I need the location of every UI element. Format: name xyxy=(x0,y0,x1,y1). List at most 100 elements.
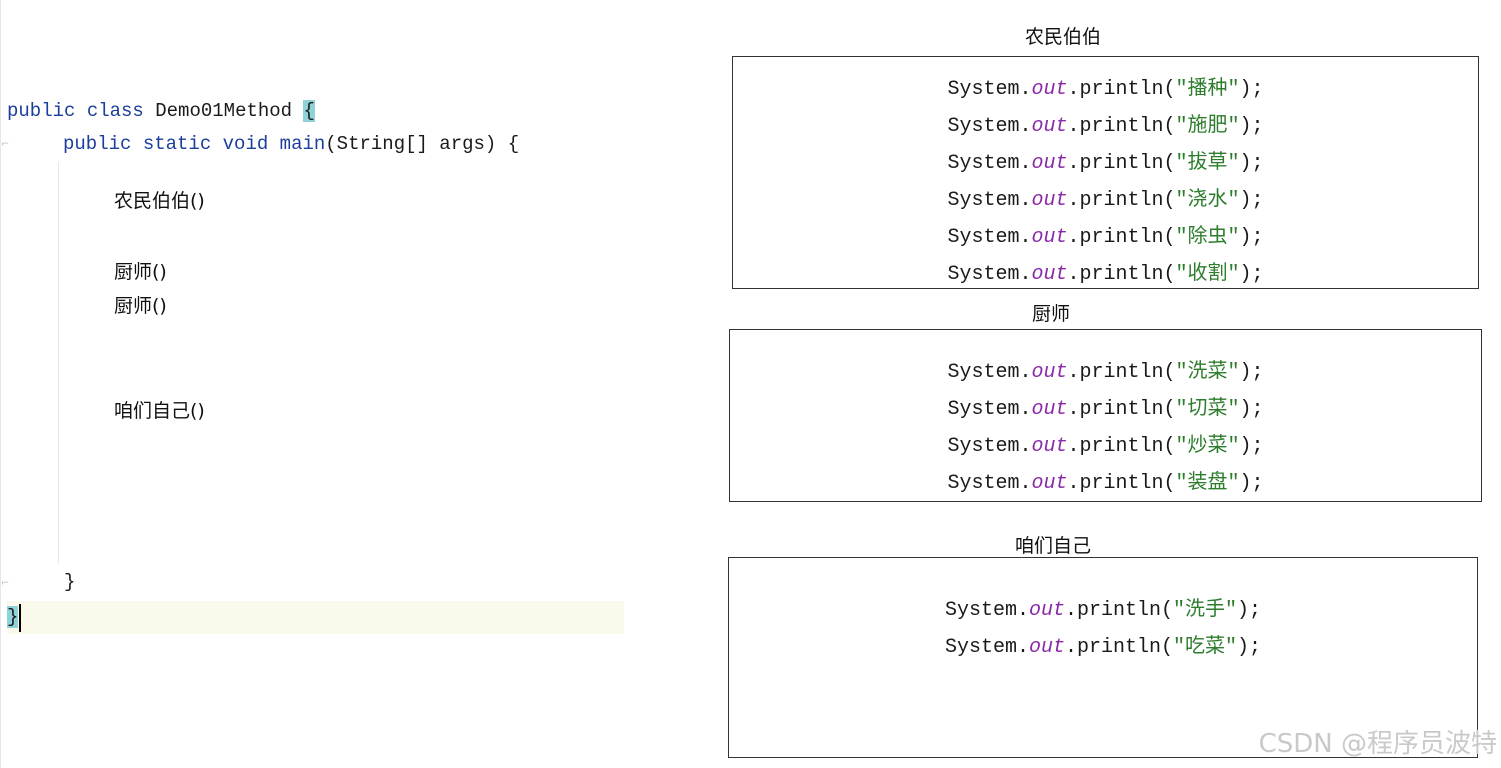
string-text: 浇水 xyxy=(1187,186,1228,210)
println-call: .println( xyxy=(1067,361,1176,384)
string-text: 除虫 xyxy=(1187,223,1228,247)
quote: " xyxy=(1225,636,1238,659)
out-field: out xyxy=(1031,226,1068,249)
println-call: .println( xyxy=(1067,472,1176,495)
class-declaration-line[interactable]: public class Demo01Method { xyxy=(7,97,315,125)
statement-list: System.out.println("洗手");System.out.prin… xyxy=(729,558,1477,665)
keyword-static: static xyxy=(142,133,212,155)
statement-end: ); xyxy=(1239,152,1264,175)
statement-end: ); xyxy=(1239,263,1264,286)
string-literal: "施肥" xyxy=(1175,112,1240,138)
println-statement: System.out.println("装盘"); xyxy=(730,464,1481,501)
quote: " xyxy=(1175,398,1188,421)
out-field: out xyxy=(1031,398,1068,421)
main-close-brace[interactable]: } xyxy=(64,571,76,593)
out-field: out xyxy=(1031,361,1068,384)
quote: " xyxy=(1227,263,1240,286)
string-literal: "收割" xyxy=(1176,260,1240,286)
quote: " xyxy=(1227,361,1240,384)
indent-guide xyxy=(58,162,59,564)
string-text: 吃菜 xyxy=(1185,633,1226,657)
method-name-main: main xyxy=(279,133,326,155)
quote: " xyxy=(1175,361,1188,384)
system-class: System. xyxy=(947,78,1032,101)
quote: " xyxy=(1227,152,1240,175)
box-title-farmer: 农民伯伯 xyxy=(1025,26,1102,48)
string-text: 播种 xyxy=(1187,75,1228,99)
println-statement: System.out.println("收割"); xyxy=(733,255,1478,292)
string-literal: "播种" xyxy=(1175,75,1240,101)
println-call: .println( xyxy=(1067,398,1176,421)
quote: " xyxy=(1175,226,1188,249)
string-literal: "浇水" xyxy=(1175,186,1240,212)
println-statement: System.out.println("播种"); xyxy=(733,70,1478,107)
println-call: .println( xyxy=(1067,435,1176,458)
println-statement: System.out.println("洗手"); xyxy=(729,591,1477,628)
main-declaration-line[interactable]: public static void main(String[] args) { xyxy=(63,130,519,158)
system-class: System. xyxy=(947,226,1032,249)
println-call: .println( xyxy=(1067,78,1176,101)
string-text: 切菜 xyxy=(1187,395,1228,419)
fold-marker-icon[interactable]: ⌐ xyxy=(1,578,10,589)
system-class: System. xyxy=(947,361,1032,384)
system-class: System. xyxy=(947,152,1032,175)
fold-marker-icon[interactable]: ⌐ xyxy=(1,139,10,150)
quote: " xyxy=(1225,599,1238,622)
code-editor[interactable]: public class Demo01Method { ⌐ public sta… xyxy=(0,0,640,768)
println-call: .println( xyxy=(1067,152,1176,175)
keyword-class: class xyxy=(86,100,144,122)
string-text: 装盘 xyxy=(1187,469,1228,493)
call-line-chef-2[interactable]: 厨师() xyxy=(114,295,167,317)
quote: " xyxy=(1175,78,1188,101)
string-text: 施肥 xyxy=(1187,112,1228,136)
println-call: .println( xyxy=(1064,636,1173,659)
quote: " xyxy=(1173,599,1186,622)
box-title-chef: 厨师 xyxy=(1032,303,1071,325)
statement-end: ); xyxy=(1239,115,1264,138)
call-line-chef-1[interactable]: 厨师() xyxy=(114,261,167,283)
string-literal: "切菜" xyxy=(1175,395,1240,421)
editor-gutter xyxy=(0,0,1,768)
system-class: System. xyxy=(947,472,1032,495)
statement-end: ); xyxy=(1239,78,1264,101)
string-literal: "装盘" xyxy=(1175,469,1240,495)
string-literal: "洗菜" xyxy=(1175,358,1240,384)
call-line-ourselves[interactable]: 咱们自己() xyxy=(114,400,205,422)
system-class: System. xyxy=(947,115,1032,138)
method-box-ourselves: System.out.println("洗手");System.out.prin… xyxy=(728,557,1478,758)
class-close-line[interactable]: } xyxy=(7,603,19,631)
statement-end: ); xyxy=(1237,636,1262,659)
println-call: .println( xyxy=(1067,189,1176,212)
box-title-ourselves: 咱们自己 xyxy=(1015,535,1092,557)
keyword-public: public xyxy=(7,100,76,122)
string-text: 洗菜 xyxy=(1187,358,1228,382)
string-literal: "洗手" xyxy=(1173,596,1238,622)
out-field: out xyxy=(1031,435,1068,458)
println-statement: System.out.println("炒菜"); xyxy=(730,427,1481,464)
statement-end: ); xyxy=(1237,599,1262,622)
quote: " xyxy=(1173,636,1186,659)
quote: " xyxy=(1175,472,1188,495)
string-literal: "除虫" xyxy=(1175,223,1240,249)
quote: " xyxy=(1175,189,1188,212)
system-class: System. xyxy=(947,398,1032,421)
out-field: out xyxy=(1031,152,1068,175)
call-line-farmer[interactable]: 农民伯伯() xyxy=(114,190,205,212)
println-statement: System.out.println("吃菜"); xyxy=(729,628,1477,665)
system-class: System. xyxy=(944,599,1029,622)
string-literal: "拔草" xyxy=(1175,149,1240,175)
quote: " xyxy=(1175,115,1188,138)
method-box-chef: System.out.println("洗菜");System.out.prin… xyxy=(729,329,1482,502)
out-field: out xyxy=(1031,115,1068,138)
statement-list: System.out.println("播种");System.out.prin… xyxy=(733,57,1478,292)
string-literal: "吃菜" xyxy=(1173,633,1238,659)
statement-end: ); xyxy=(1239,435,1264,458)
string-text: 收割 xyxy=(1187,260,1228,284)
quote: " xyxy=(1175,152,1188,175)
class-open-brace: { xyxy=(303,100,315,122)
class-close-brace: } xyxy=(7,606,19,628)
println-call: .println( xyxy=(1064,599,1173,622)
out-field: out xyxy=(1031,263,1068,286)
quote: " xyxy=(1227,189,1240,212)
method-box-farmer: System.out.println("播种");System.out.prin… xyxy=(732,56,1479,289)
